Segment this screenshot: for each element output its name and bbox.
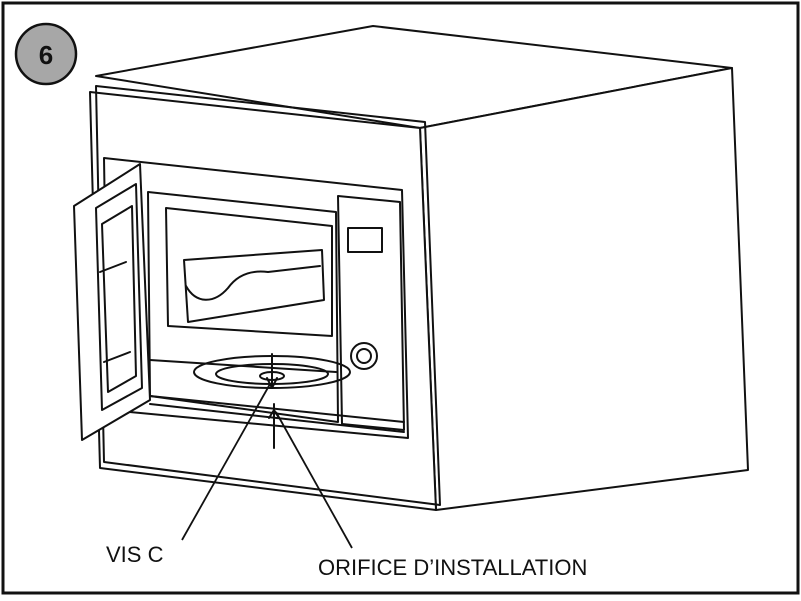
- screw-leader-line: [181, 383, 271, 541]
- cavity-curve: [185, 265, 321, 301]
- door-handle-bottom: [103, 351, 131, 363]
- cabinet-side: [419, 67, 749, 511]
- hole-leader-line: [275, 411, 353, 549]
- cavity-back-wall: [165, 207, 333, 337]
- step-badge: 6: [14, 22, 78, 86]
- display-window: [347, 227, 383, 253]
- screw-label: VIS C: [106, 542, 164, 567]
- bottom-rail: [149, 395, 405, 423]
- microwave-illustration: [73, 25, 749, 511]
- installation-hole-label: ORIFICE D’INSTALLATION: [318, 555, 587, 580]
- oven-cavity: [147, 191, 339, 423]
- door-handle-top: [99, 261, 127, 273]
- open-door: [73, 163, 151, 441]
- screw-arrow-head: [266, 377, 278, 389]
- control-knob: [350, 342, 378, 370]
- cavity-inner-panel: [183, 249, 325, 323]
- control-panel: [337, 195, 405, 431]
- door-window: [95, 183, 143, 411]
- door-window-inner: [101, 205, 137, 393]
- step-number: 6: [39, 40, 53, 70]
- step-badge-circle: [14, 22, 78, 86]
- control-knob-center: [356, 348, 372, 364]
- bottom-rail-lower: [149, 403, 405, 433]
